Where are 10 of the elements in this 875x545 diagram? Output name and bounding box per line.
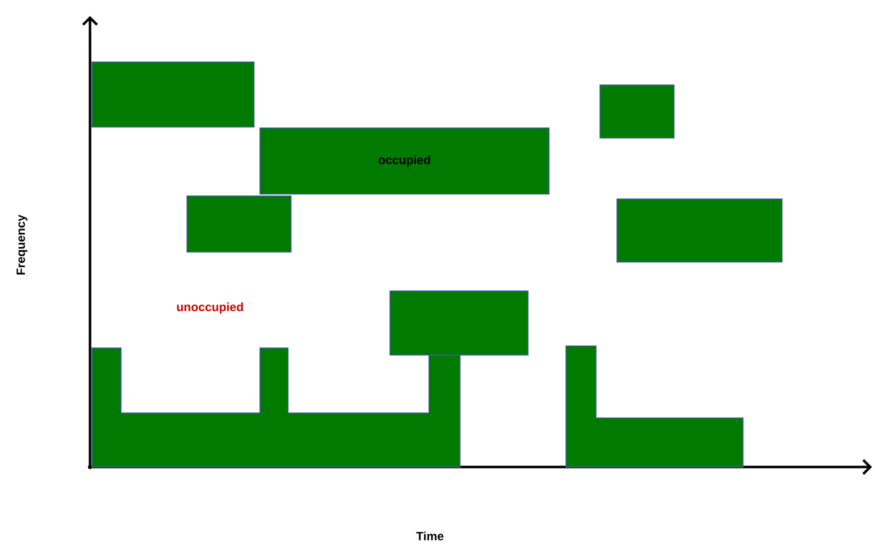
occupied-block: occupied [260, 127, 550, 194]
occupied-block [600, 84, 674, 138]
occupied-block [92, 62, 254, 128]
occupied-block [186, 195, 292, 252]
region-label: unoccupied [177, 302, 243, 314]
axis-label: Time [416, 532, 444, 540]
axis-label: Frequency [16, 214, 28, 275]
occupied-block [616, 198, 782, 262]
occupied-block [390, 290, 528, 356]
occupied-block [566, 345, 744, 468]
